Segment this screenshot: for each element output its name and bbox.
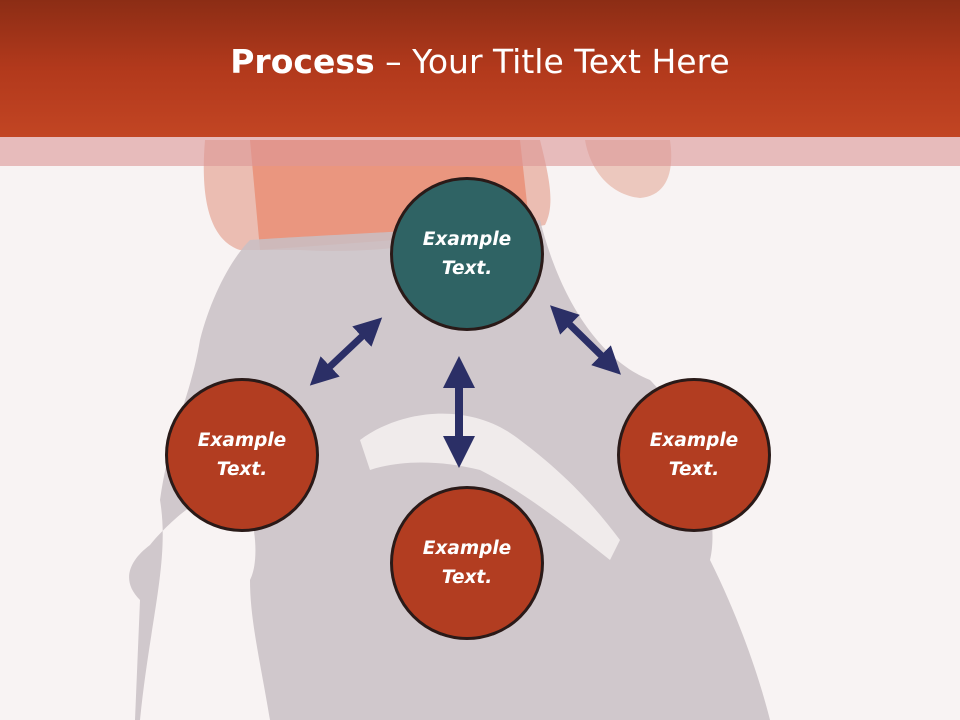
node-bottom: Example Text. bbox=[390, 486, 544, 640]
node-left-label: Example Text. bbox=[197, 430, 287, 480]
node-right: Example Text. bbox=[617, 378, 771, 532]
title-bold-part: Process bbox=[230, 42, 375, 81]
title-bar: Process – Your Title Text Here bbox=[0, 0, 960, 137]
node-right-label: Example Text. bbox=[649, 430, 739, 480]
node-top: Example Text. bbox=[390, 177, 544, 331]
slide-title: Process – Your Title Text Here bbox=[230, 42, 729, 81]
node-bottom-label: Example Text. bbox=[422, 538, 512, 588]
title-underline-strip bbox=[0, 137, 960, 166]
node-top-label: Example Text. bbox=[422, 229, 512, 279]
node-left: Example Text. bbox=[165, 378, 319, 532]
arrow-top-right bbox=[550, 305, 621, 375]
arrow-top-left bbox=[309, 317, 383, 386]
title-rest-part: – Your Title Text Here bbox=[374, 42, 730, 81]
